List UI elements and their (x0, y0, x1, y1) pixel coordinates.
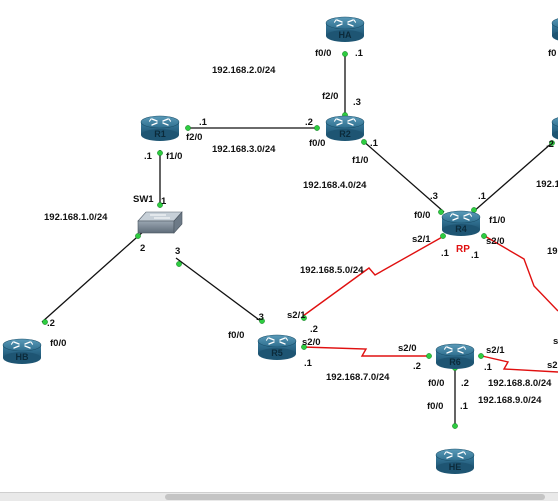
router-label: R1 (154, 129, 166, 139)
interface-label: f0/0 (414, 210, 430, 221)
interface-label: f1/0 (352, 155, 368, 166)
serial-link-r5-r6 (302, 346, 430, 357)
network-label: 192.168.4.0/24 (303, 180, 367, 191)
interface-label: f0/0 (50, 338, 66, 349)
router-label: HA (339, 30, 352, 40)
interface-label: s (553, 336, 558, 347)
router-partial-top-right[interactable] (551, 16, 558, 43)
link-r2-r4 (361, 139, 445, 213)
router-he[interactable]: HE (435, 448, 475, 475)
interface-label: .1 (144, 151, 153, 162)
horizontal-scrollbar[interactable] (0, 492, 558, 501)
interface-label: .2 (413, 361, 421, 372)
interface-label: .2 (305, 117, 313, 128)
interface-label: .1 (304, 358, 313, 369)
interface-label: .1 (471, 250, 480, 261)
router-label: R6 (449, 357, 461, 367)
scrollbar-thumb[interactable] (165, 494, 545, 500)
rp-label: RP (456, 244, 470, 255)
link-r4-right (472, 141, 554, 213)
interface-label: .1 (370, 138, 379, 149)
network-label: 192.168.9.0/24 (478, 395, 542, 406)
network-label: 192.168.7.0/24 (326, 372, 390, 383)
network-label: 192.168.1.0/24 (44, 212, 108, 223)
router-r6[interactable]: R6 (435, 343, 475, 370)
interface-label: .2 (461, 378, 469, 389)
interface-label: f0/0 (309, 138, 325, 149)
interface-label: f1/0 (166, 151, 182, 162)
interface-label: 2 (140, 243, 145, 254)
router-r2[interactable]: R2 (325, 115, 365, 142)
interface-label: .1 (355, 48, 364, 59)
interface-label: .2 (546, 139, 554, 150)
network-label: 192.168.8.0/24 (488, 378, 552, 389)
network-label: 192.168.2.0/24 (212, 65, 276, 76)
interface-label: f0/0 (427, 401, 443, 412)
interface-label: .1 (199, 117, 208, 128)
router-r1[interactable]: R1 (140, 115, 180, 142)
router-partial-right[interactable] (551, 115, 558, 142)
interface-label: s2/1 (412, 234, 431, 245)
interface-label: s2 (547, 360, 558, 371)
network-label: 192.168.3.0/24 (212, 144, 276, 155)
serial-link-r6-right (481, 355, 558, 373)
interface-label: s2/0 (302, 337, 321, 348)
interface-label: s2/0 (398, 343, 417, 354)
router-label: R2 (339, 129, 351, 139)
interface-label: s2/0 (486, 236, 505, 247)
interface-label: .1 (460, 401, 469, 412)
link-sw1-r5 (175, 257, 263, 323)
network-label: 192.168.5.0/24 (300, 265, 364, 276)
interface-label: f1/0 (489, 215, 505, 226)
interface-label: .3 (256, 312, 264, 323)
interface-label: 3 (175, 246, 180, 257)
router-label: R4 (455, 224, 467, 234)
interface-label: .2 (47, 318, 55, 329)
interface-label: f0/0 (315, 48, 331, 59)
network-label: 192.1 (536, 179, 558, 190)
interface-label: .3 (430, 191, 438, 202)
interface-label: .1 (441, 248, 450, 259)
interface-label: s2/1 (287, 310, 306, 321)
interface-label: f0 (548, 48, 556, 59)
interface-label: .3 (353, 97, 361, 108)
router-label: HE (449, 462, 462, 472)
serial-link-r4-r5 (302, 235, 445, 317)
router-label: R5 (271, 348, 283, 358)
router-hb[interactable]: HB (2, 338, 42, 365)
router-ha[interactable]: HA (325, 16, 365, 43)
interface-label: s2/1 (486, 345, 505, 356)
router-label: HB (16, 352, 29, 362)
switch-sw1[interactable] (137, 211, 183, 234)
serial-link-r4-right (482, 234, 558, 312)
interface-label: 1 (161, 196, 167, 207)
interface-label: .1 (478, 191, 487, 202)
interface-label: .2 (310, 324, 318, 335)
router-r4[interactable]: R4 (441, 210, 481, 237)
link-sw1-hb (41, 229, 146, 323)
interface-label: f0/0 (428, 378, 444, 389)
interface-label: f2/0 (186, 132, 202, 143)
interface-label: f0/0 (228, 330, 244, 341)
network-label: 19 (547, 246, 558, 257)
interface-label: f2/0 (322, 91, 338, 102)
interface-label: .1 (484, 362, 493, 373)
router-r5[interactable]: R5 (257, 334, 297, 361)
switch-label: SW1 (133, 194, 154, 205)
